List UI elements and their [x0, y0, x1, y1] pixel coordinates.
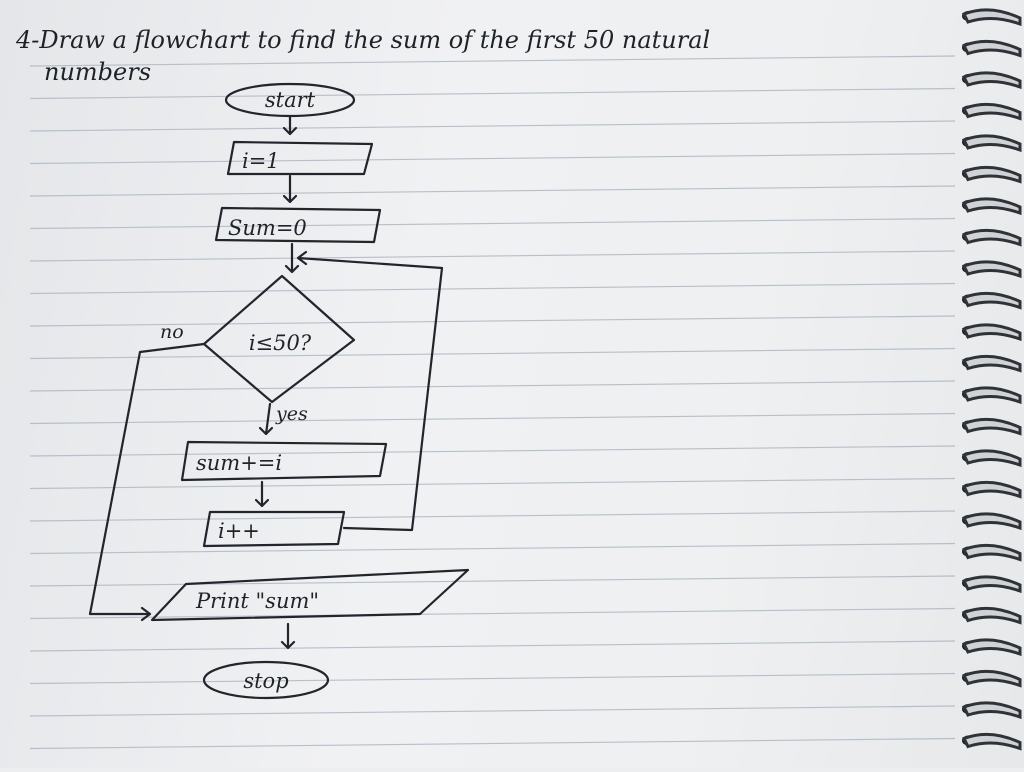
binding-ring [961, 102, 1022, 121]
arrow-init-sum-to-check [284, 242, 300, 274]
ruled-line [29, 152, 956, 165]
ruled-line [29, 705, 956, 717]
print-parallelogram [150, 568, 470, 622]
binding-ring [961, 386, 1022, 405]
arrow-add-to-increment [254, 480, 270, 508]
increment-label: i++ [218, 519, 260, 543]
binding-ring [961, 71, 1022, 90]
add-box [180, 440, 388, 482]
ruled-line [29, 412, 956, 425]
arrow-init-i-to-init-sum [282, 174, 298, 204]
binding-ring [961, 480, 1022, 499]
stop-label: stop [243, 669, 288, 693]
binding-ring [961, 197, 1022, 216]
binding-ring [961, 449, 1022, 468]
arrow-increment-to-check [296, 250, 444, 532]
ruled-line [29, 185, 956, 197]
binding-ring [961, 8, 1022, 27]
question-line-1: 4-Draw a flowchart to find the sum of th… [15, 26, 710, 54]
spiral-binding [961, 8, 1022, 751]
ruled-line [29, 282, 956, 295]
arrow-print-to-stop [280, 622, 296, 650]
no-label: no [160, 321, 184, 343]
ruled-line [29, 445, 956, 457]
ruled-line [29, 542, 956, 555]
arrow-check-to-print [88, 342, 206, 622]
start-label: start [265, 88, 316, 112]
binding-ring [961, 606, 1022, 625]
ruled-line [29, 477, 956, 490]
ruled-line [29, 250, 956, 262]
ruled-line [29, 217, 956, 230]
flowchart: start i=1 Sum=0 i≤50? yes sum+=i i++ no [88, 82, 470, 700]
ruled-line [29, 737, 956, 750]
ruled-line [29, 315, 956, 327]
binding-ring [961, 165, 1022, 184]
print-label: Print "sum" [195, 589, 319, 613]
binding-ring [961, 291, 1022, 310]
arrow-check-to-add [258, 402, 274, 436]
yes-label: yes [275, 403, 308, 425]
ruled-line [29, 380, 956, 392]
binding-ring [961, 575, 1022, 594]
binding-ring [961, 638, 1022, 657]
binding-ring [961, 512, 1022, 531]
arrow-start-to-init-i [282, 115, 298, 136]
binding-ring [961, 701, 1022, 720]
binding-ring [961, 354, 1022, 373]
ruled-lines [29, 55, 956, 772]
init-sum-label: Sum=0 [228, 216, 307, 240]
binding-ring [961, 732, 1022, 751]
question-line-2: numbers [44, 58, 151, 86]
binding-ring [961, 134, 1022, 153]
binding-ring [961, 669, 1022, 688]
binding-ring [961, 260, 1022, 279]
ruled-line [29, 55, 956, 67]
ruled-line [29, 575, 956, 587]
ruled-line [29, 672, 956, 685]
ruled-line [29, 87, 956, 100]
ruled-line [29, 607, 956, 620]
binding-ring [961, 323, 1022, 342]
init-i-label: i=1 [242, 149, 280, 173]
stop-terminator [202, 660, 330, 700]
binding-ring [961, 39, 1022, 58]
ruled-line [29, 640, 956, 652]
ruled-line [29, 120, 956, 132]
binding-ring [961, 228, 1022, 247]
init-sum-box [214, 206, 382, 244]
init-i-box [226, 140, 374, 176]
increment-box [202, 510, 346, 548]
check-label: i≤50? [249, 331, 312, 355]
binding-ring [961, 543, 1022, 562]
binding-ring [961, 417, 1022, 436]
add-label: sum+=i [196, 451, 282, 475]
ruled-line [29, 347, 956, 360]
ruled-line [29, 510, 956, 522]
check-diamond [202, 274, 356, 404]
